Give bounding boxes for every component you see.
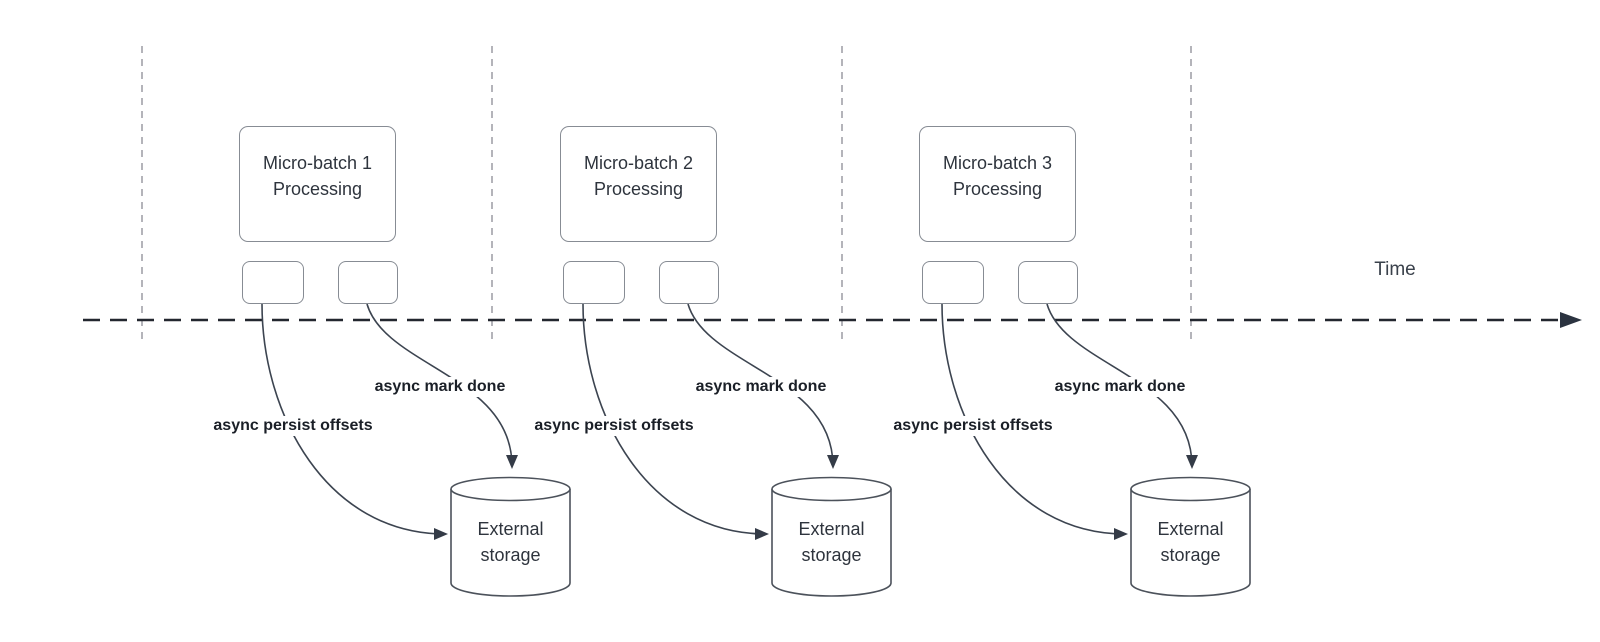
persist-offsets-task-box: [563, 261, 625, 304]
group-2-shapes: [582, 303, 892, 597]
mark-done-arrow: [687, 303, 839, 469]
external-storage-label: External storage: [1157, 518, 1224, 565]
mark-done-task-box: [338, 261, 398, 304]
time-axis-label: Time: [1374, 259, 1416, 280]
persist-offsets-arrow: [261, 303, 448, 540]
persist-offsets-arrow-label: async persist offsets: [885, 416, 1061, 436]
mark-done-task-box: [659, 261, 719, 304]
persist-offsets-task-box: [242, 261, 304, 304]
external-storage-label: External storage: [477, 518, 544, 565]
mark-done-arrow-label: async mark done: [1051, 377, 1189, 397]
external-storage-cylinder-body: [771, 489, 892, 597]
time-axis-arrowhead-icon: [1560, 312, 1582, 328]
external-storage-label: External storage: [798, 518, 865, 565]
mark-done-arrow: [366, 303, 518, 469]
persist-offsets-arrow: [941, 303, 1128, 540]
mark-done-arrow-label: async mark done: [692, 377, 830, 397]
persist-offsets-arrow-label: async persist offsets: [526, 416, 702, 436]
mark-done-task-box: [1018, 261, 1078, 304]
external-storage-cylinder-top: [1130, 476, 1251, 502]
external-storage-cylinder-top: [450, 476, 571, 502]
micro-batch-2-process-box: Micro-batch 2 Processing: [560, 126, 717, 242]
group-1-shapes: [261, 303, 571, 597]
mark-done-arrow-label: async mark done: [371, 377, 509, 397]
persist-offsets-arrow-label: async persist offsets: [205, 416, 381, 436]
persist-offsets-arrow: [582, 303, 769, 540]
mark-done-arrow: [1046, 303, 1198, 469]
external-storage-cylinder-body: [450, 489, 571, 597]
external-storage-cylinder-top: [771, 476, 892, 502]
group-3-shapes: [941, 303, 1251, 597]
persist-offsets-task-box: [922, 261, 984, 304]
micro-batch-3-process-box: Micro-batch 3 Processing: [919, 126, 1076, 242]
micro-batch-1-process-box: Micro-batch 1 Processing: [239, 126, 396, 242]
external-storage-cylinder-body: [1130, 489, 1251, 597]
